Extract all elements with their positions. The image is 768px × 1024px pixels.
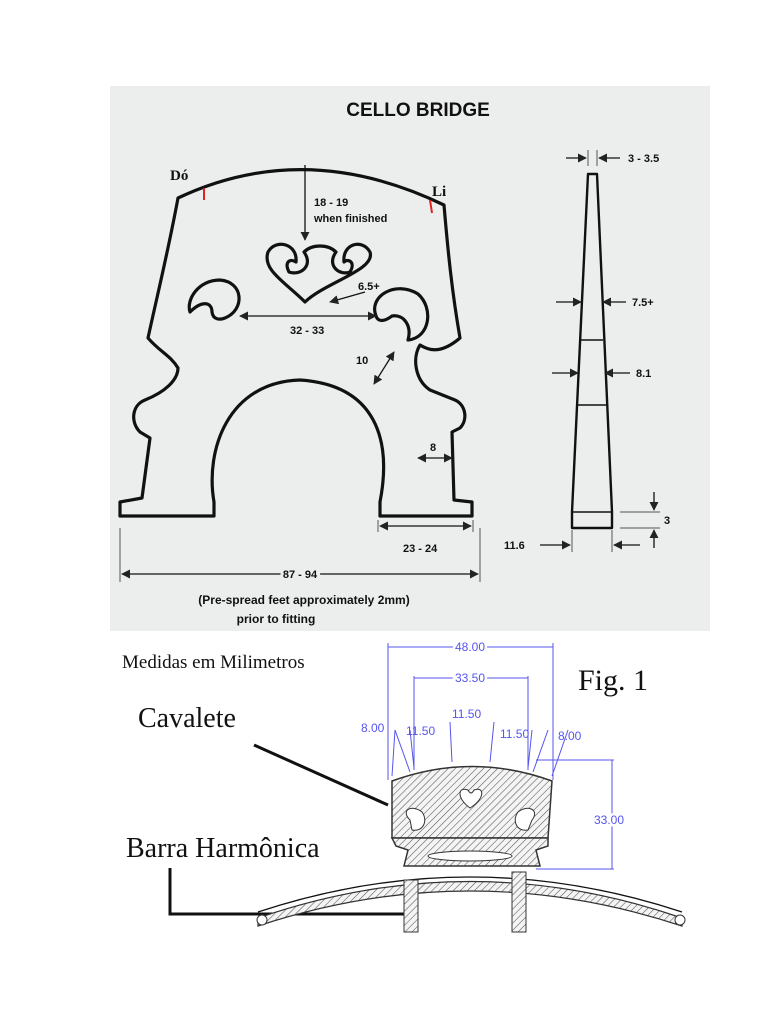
bass-bar-post	[403, 879, 419, 933]
dim-gap-left: 11.50	[406, 724, 435, 738]
fig-bridge-arch	[427, 850, 513, 862]
leg-width-label: 8	[430, 442, 436, 454]
callout-bar-label: Barra Harmônica	[126, 833, 320, 864]
ear-span-label: 32 - 33	[290, 325, 324, 337]
fan-4a	[532, 729, 549, 773]
string-label-li: Li	[432, 184, 446, 200]
bridge-outline	[118, 168, 474, 518]
fan-3b	[527, 729, 533, 769]
top-plate	[257, 880, 683, 927]
notch-li	[429, 199, 433, 214]
fan-1a	[391, 729, 396, 777]
left-ear-cutout	[187, 278, 241, 321]
fan-1b	[394, 729, 411, 773]
dim-total-width: 48.00	[455, 640, 485, 654]
note-line-1: (Pre-spread feet approximately 2mm)	[198, 593, 409, 607]
foot-height-label: 3	[664, 515, 670, 527]
fig-right-ear	[514, 807, 536, 831]
dim-edge-right: 8.00	[558, 729, 582, 743]
dim-inner-width: 33.50	[455, 671, 485, 685]
dim-gap-center: 11.50	[452, 707, 481, 721]
sound-post	[511, 871, 527, 933]
callout-bridge-label: Cavalete	[138, 703, 236, 734]
fig-label: Fig. 1	[578, 664, 648, 697]
foot-thickness-label: 11.6	[504, 540, 525, 552]
fig-heading: Medidas em Milimetros	[122, 652, 305, 673]
heart-cutout	[265, 242, 372, 304]
bridge-title: CELLO BRIDGE	[346, 100, 490, 121]
profile-outline	[570, 172, 614, 530]
fig-left-ear	[405, 807, 426, 831]
string-label-do: Dó	[170, 168, 188, 184]
note-line-2: prior to fitting	[237, 612, 316, 626]
dim-gap-right: 11.50	[500, 727, 529, 741]
arch-dim-line	[373, 351, 395, 385]
heart-dim-arrow	[329, 291, 366, 305]
overall-width-label: 87 - 94	[283, 569, 318, 581]
dim-edge-left: 8.00	[361, 721, 385, 735]
right-ear-cutout	[373, 287, 430, 342]
heart-dim-label: 6.5+	[358, 281, 380, 293]
mid-thickness-label: 7.5+	[632, 297, 654, 309]
fan-2a	[409, 729, 415, 769]
callout-bridge-line	[253, 743, 389, 807]
cello-bridge-panel	[110, 86, 710, 631]
dim-height: 33.00	[594, 813, 624, 827]
callout-bar-line	[168, 868, 410, 916]
arch-dim-label: 10	[356, 355, 368, 367]
fan-4b	[551, 729, 569, 777]
height-label-1: 18 - 19	[314, 197, 348, 209]
top-thickness-label: 3 - 3.5	[628, 153, 659, 165]
top-plate-edge	[257, 876, 683, 913]
fan-2b	[449, 721, 453, 763]
height-label-2: when finished	[313, 213, 387, 225]
plate-edge-left	[256, 914, 268, 926]
plate-edge-right	[674, 914, 686, 926]
foot-width-label: 23 - 24	[403, 543, 438, 555]
fan-3a	[489, 721, 495, 763]
fig-heart	[459, 788, 483, 809]
lower-thickness-label: 8.1	[636, 368, 651, 380]
